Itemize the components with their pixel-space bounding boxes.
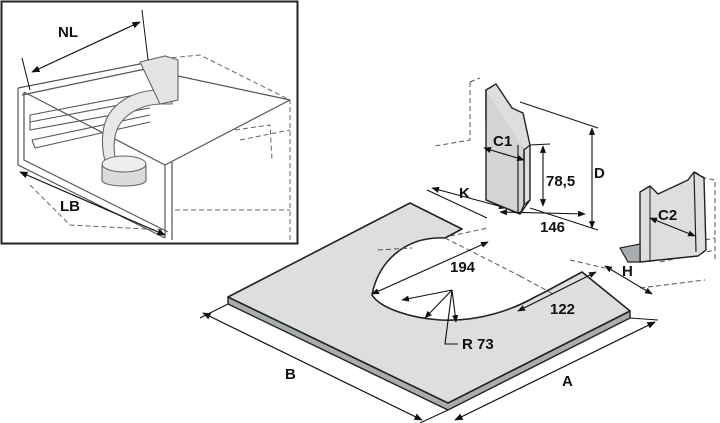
label-d: D — [594, 165, 605, 182]
dim-b: B — [199, 303, 449, 423]
label-c2: C2 — [658, 207, 677, 224]
label-r73: R 73 — [462, 336, 494, 353]
dim-122: 122 — [517, 271, 597, 318]
dim-nl: NL — [21, 9, 149, 91]
inset-rails — [29, 94, 151, 149]
label-b: B — [285, 366, 296, 383]
dim-h: H — [604, 263, 653, 295]
label-c1: C1 — [493, 133, 512, 150]
dim-lb: LB — [19, 171, 166, 236]
label-k: K — [459, 185, 470, 202]
label-nl: NL — [58, 24, 78, 41]
label-a: A — [562, 373, 573, 390]
label-78-5: 78,5 — [546, 173, 575, 190]
label-122: 122 — [550, 301, 575, 318]
c2-plate — [639, 171, 707, 263]
inset-drawer-view: NL LB — [0, 0, 299, 245]
label-194: 194 — [450, 259, 476, 276]
label-146: 146 — [540, 219, 565, 236]
label-lb: LB — [60, 198, 80, 215]
label-h: H — [622, 263, 633, 280]
base-plate: 194 R 73 122 K H — [199, 185, 706, 423]
dim-k: K — [426, 185, 507, 219]
bracket-c1: C1 78,5 D 146 — [434, 77, 605, 236]
dim-a: A — [454, 317, 659, 421]
dim-194: 194 — [371, 241, 489, 295]
bracket-c2: C2 — [619, 171, 716, 263]
